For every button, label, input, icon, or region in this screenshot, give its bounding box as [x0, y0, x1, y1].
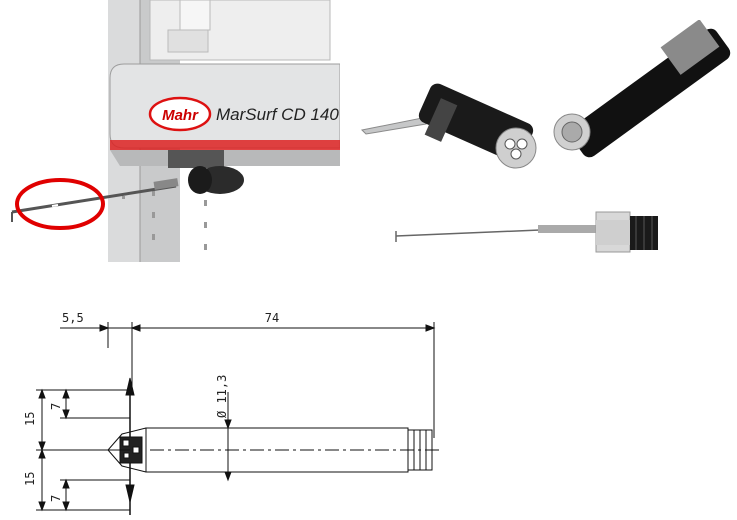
- dimension-offset: 5,5: [62, 311, 84, 325]
- short-probe-image: [360, 83, 537, 169]
- stylus-probe-image: [395, 211, 658, 253]
- brand-name: Mahr: [162, 107, 199, 124]
- probe-photos: [350, 19, 737, 270]
- probe-arm: [11, 184, 177, 214]
- dimension-lower-tip: 7: [49, 495, 63, 502]
- dimension-length: 74: [265, 311, 279, 325]
- dimension-upper-tip: 7: [49, 403, 63, 410]
- dimension-diameter: Ø 11,3: [215, 375, 229, 418]
- technical-drawing: 5,5 74 Ø 11,3 15 7 15 7: [0, 300, 737, 515]
- highlight-circle: [15, 178, 105, 230]
- dimension-lower-span: 15: [23, 472, 37, 486]
- instrument-illustration: Mahr MarSurf CD 140: [0, 0, 341, 262]
- dimension-upper-span: 15: [23, 412, 37, 426]
- model-name: MarSurf CD 140: [216, 105, 339, 124]
- brand-logo: [148, 96, 212, 132]
- long-probe-image: [553, 19, 731, 158]
